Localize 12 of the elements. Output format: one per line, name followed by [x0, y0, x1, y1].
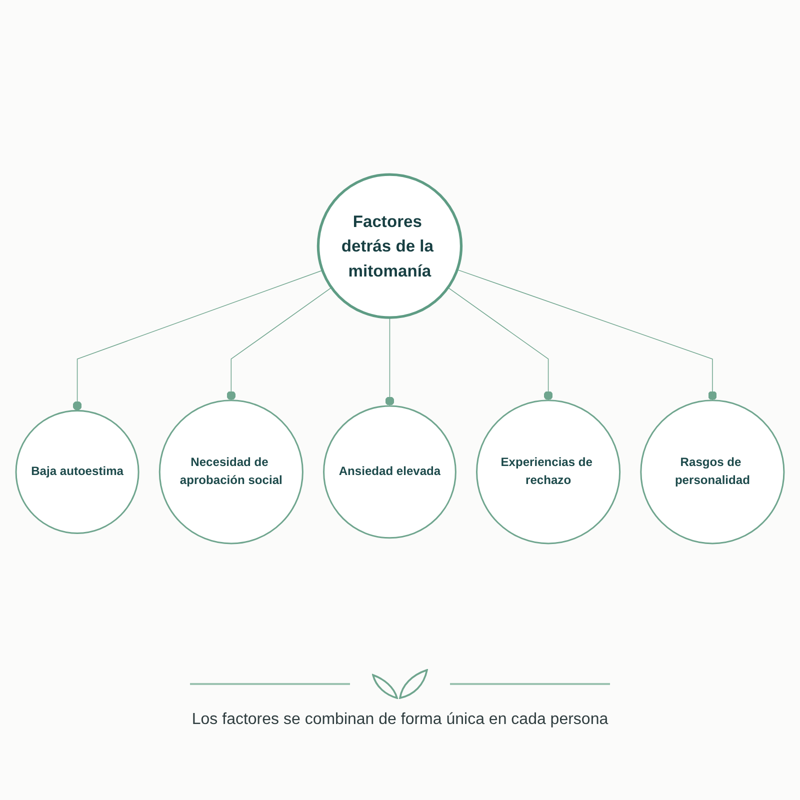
node-circle: Rasgos de personalidad	[640, 400, 785, 544]
node-circle: Factores detrás de la mitomanía	[316, 173, 463, 319]
connector	[385, 317, 394, 406]
node-circle: Baja autoestima	[15, 410, 140, 534]
caption: Los factores se combinan de forma única en cada persona	[190, 711, 610, 729]
node-circle: Ansiedad elevada	[323, 405, 456, 539]
connector	[456, 269, 717, 401]
node-circle: Experiencias de rechazo	[476, 400, 621, 544]
connector	[226, 287, 332, 401]
connector	[448, 287, 553, 401]
connector	[72, 270, 323, 412]
node-circle: Necesidad de aprobación social	[158, 400, 304, 544]
